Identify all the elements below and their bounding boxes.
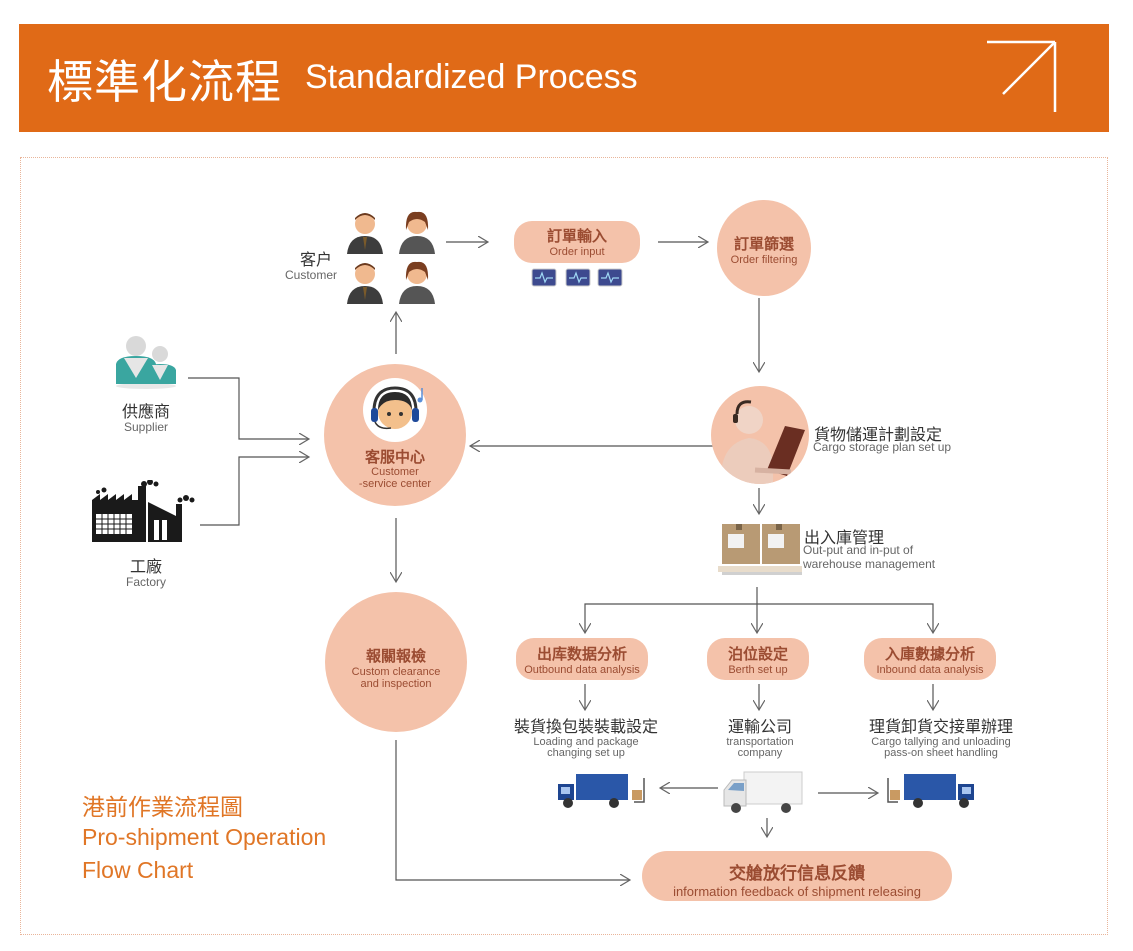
cargo-plan-node[interactable] [711,386,809,484]
outbound-cn: 出库数据分析 [536,645,627,663]
supplier-label-cn: 供應商 [122,402,171,421]
loading-cn: 裝貨換包裝裝載設定 [513,717,658,736]
order-filtering-node[interactable]: 訂單篩選 Order filtering [717,200,811,296]
factory-label-en: Factory [126,575,167,589]
diagram-frame [20,157,1108,935]
berth-node[interactable]: 泊位設定 Berth set up [707,638,809,680]
customs-node[interactable]: 報關報檢 Custom clearance and inspection [325,592,467,732]
warehouse-boxes-icon [718,524,802,575]
berth-cn: 泊位設定 [727,645,788,663]
service-center-en-1: Customer [371,466,419,478]
service-center-cn: 客服中心 [364,448,425,466]
laptop-user-icon [720,400,805,484]
customs-en-2: and inspection [360,678,432,690]
transport-en-1: transportation [726,736,794,748]
warehouse-label-en-1: Out-put and in-put of [803,543,914,557]
tallying-en-2: pass-on sheet handling [884,747,998,759]
service-center-en-2: -service center [358,478,432,490]
person-female-icon [399,211,435,254]
supplier-icon [116,336,176,389]
tallying-en-1: Cargo tallying and unloading [871,736,1011,748]
monitor-icon [531,268,557,287]
factory-icon [92,480,195,542]
person-male-icon [347,263,383,304]
loading-label: 裝貨換包裝裝載設定 Loading and package changing s… [496,713,676,759]
order-input-en: Order input [549,246,605,258]
outbound-node[interactable]: 出库数据分析 Outbound data analysis [516,638,648,680]
legend-title-en-2: Flow Chart [82,857,194,883]
van-icon [723,771,803,813]
warehouse-label-cn: 出入庫管理 [804,528,885,547]
customs-en-1: Custom clearance [351,666,441,678]
header-banner: 標準化流程 Standardized Process [19,24,1109,132]
supplier-label-en: Supplier [124,420,169,434]
customs-cn: 報關報檢 [365,647,426,665]
order-filtering-en: Order filtering [730,254,798,266]
loading-en-1: Loading and package [533,736,639,748]
headset-agent-icon [363,378,427,442]
customer-people-icon [347,211,435,304]
truck-right-icon [887,774,974,808]
transport-label: 運輸公司 transportation company [700,713,820,759]
person-male-icon [347,213,383,254]
monitor-icon [597,268,623,287]
feedback-node[interactable]: 交艙放行信息反饋 information feedback of shipmen… [642,851,952,901]
page-title-cn: 標準化流程 [47,55,282,109]
customer-label-cn: 客户 [300,250,333,269]
berth-en: Berth set up [728,664,788,676]
person-female-icon [399,261,435,304]
arrow-up-right-icon[interactable] [985,38,1057,114]
loading-en-2: changing set up [547,747,625,759]
inbound-en: Inbound data analysis [876,664,984,676]
tallying-cn: 理貨卸貨交接單辦理 [868,717,1013,736]
service-center-node[interactable]: 客服中心 Customer -service center [324,364,466,506]
order-input-node[interactable]: 訂單輸入 Order input [514,221,640,263]
order-input-cn: 訂單輸入 [546,227,607,245]
tallying-label: 理貨卸貨交接單辦理 Cargo tallying and unloading p… [846,713,1036,759]
cargo-plan-label-cn: 貨物儲運計劃設定 [814,425,943,444]
page-title-en: Standardized Process [305,58,638,96]
feedback-en: information feedback of shipment releasi… [673,884,921,899]
legend-title-cn: 港前作業流程圖 [82,795,243,821]
monitor-icons [531,268,623,287]
monitor-icon [565,268,591,287]
order-filtering-cn: 訂單篩選 [733,235,794,253]
factory-label-cn: 工廠 [130,557,163,576]
legend-title-en-1: Pro-shipment Operation [82,824,327,850]
inbound-cn: 入庫數據分析 [884,645,975,663]
inbound-node[interactable]: 入庫數據分析 Inbound data analysis [864,638,996,680]
feedback-cn: 交艙放行信息反饋 [729,864,865,884]
outbound-en: Outbound data analysis [524,664,640,676]
transport-en-2: company [737,747,783,759]
warehouse-label-en-2: warehouse management [803,557,936,571]
customer-label-en: Customer [285,268,338,282]
truck-left-icon [558,774,645,808]
transport-cn: 運輸公司 [727,717,792,736]
cargo-plan-label-en: Cargo storage plan set up [813,440,952,454]
